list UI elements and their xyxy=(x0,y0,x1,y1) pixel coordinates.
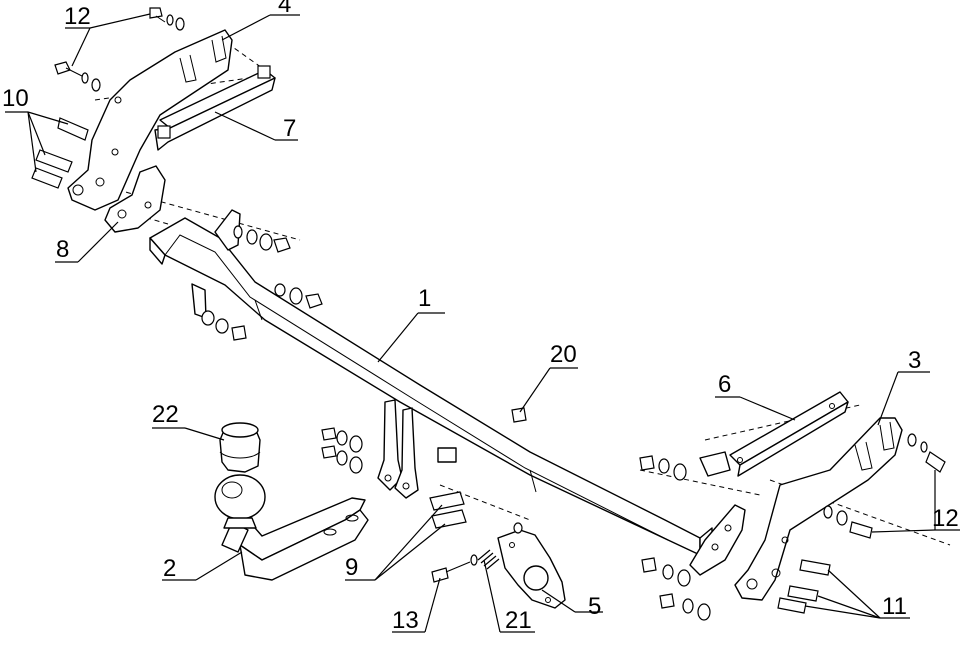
callout-labels: 1 2 3 4 5 6 7 8 9 10 11 12 12 13 20 21 2… xyxy=(2,0,959,634)
label-21: 21 xyxy=(505,607,532,634)
tow-ball-cap xyxy=(219,422,261,473)
label-12b: 12 xyxy=(932,505,959,532)
left-strip-plate xyxy=(154,65,276,151)
label-11: 11 xyxy=(882,593,907,620)
label-3: 3 xyxy=(908,347,921,374)
socket-plate xyxy=(497,529,566,609)
right-strip-plate xyxy=(699,391,849,477)
label-20: 20 xyxy=(550,341,577,368)
spring xyxy=(477,549,500,570)
label-13: 13 xyxy=(392,607,419,634)
fasteners xyxy=(31,7,946,621)
label-22: 22 xyxy=(152,401,179,428)
left-connecting-plate xyxy=(104,165,166,233)
leader-lines xyxy=(5,13,960,633)
label-10: 10 xyxy=(2,85,29,112)
label-6: 6 xyxy=(718,371,731,398)
label-2: 2 xyxy=(163,555,176,582)
label-7: 7 xyxy=(283,115,296,142)
label-8: 8 xyxy=(56,236,69,263)
tow-ball-neck xyxy=(214,474,369,581)
main-cross-beam xyxy=(149,209,746,576)
label-9: 9 xyxy=(345,554,358,581)
label-1: 1 xyxy=(418,285,431,312)
label-12a: 12 xyxy=(64,3,91,30)
label-4: 4 xyxy=(278,0,291,18)
right-mounting-bracket xyxy=(734,417,903,601)
left-mounting-bracket xyxy=(67,29,233,211)
label-5: 5 xyxy=(588,593,601,620)
